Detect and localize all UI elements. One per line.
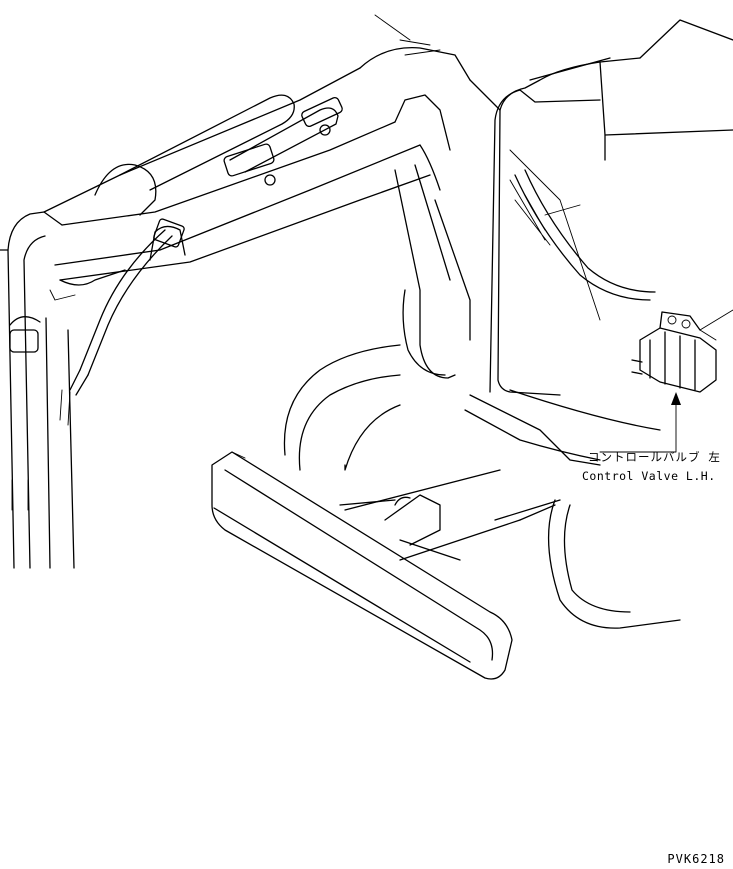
control-valve-label-japanese: コントロールバルブ 左 <box>588 450 721 464</box>
drawing-code: PVK6218 <box>667 852 725 866</box>
blade-cylinder <box>339 494 461 561</box>
boom-foot-cylinder <box>394 164 471 379</box>
arm-stick <box>0 211 75 569</box>
leader-lines <box>374 14 733 453</box>
control-valve-lh <box>631 311 717 393</box>
hydraulic-hose-valve <box>399 39 656 301</box>
arm-linkage <box>49 163 186 301</box>
hydraulic-hose-arm <box>59 229 173 426</box>
dozer-blade <box>211 451 513 680</box>
control-valve-label-english: Control Valve L.H. <box>582 469 716 483</box>
boom-cylinder <box>119 94 343 191</box>
boom <box>43 47 501 281</box>
undercarriage <box>283 344 681 629</box>
